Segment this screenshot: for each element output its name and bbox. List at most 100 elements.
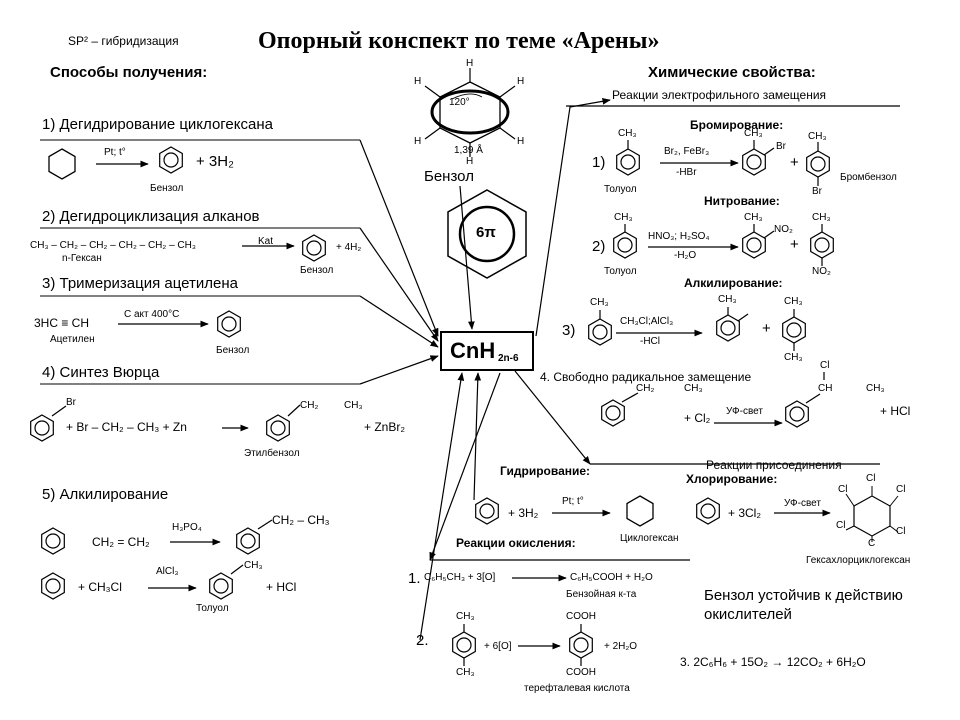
oxidation-drawing: [452, 574, 593, 666]
radical-ch2: CH₂: [636, 383, 655, 394]
method2-title: 2) Дегидроциклизация алканов: [42, 208, 260, 225]
method4-middle: + Br – CH₂ – CH₃ + Zn: [66, 420, 187, 434]
method2-name: n-Гексан: [62, 253, 102, 264]
h-top: H: [466, 58, 474, 69]
oxidation-r2-ch3b: CH₃: [456, 667, 475, 678]
radical-drawing: [601, 372, 825, 428]
bromobenzene-label: Бромбензол: [840, 172, 897, 183]
method3-name: Ацетилен: [50, 334, 95, 345]
chlorination-reagent: + 3Cl₂: [728, 506, 762, 520]
method2-chain: CH₃ – CH₂ – CH₂ – CH₂ – CH₂ – CH₃: [30, 240, 196, 251]
nitration-plus: +: [790, 236, 799, 253]
sp2-label: SP² – гибридизация: [68, 34, 179, 48]
cyclohexane-label: Циклогексан: [620, 533, 679, 544]
general-formula-box: CnH 2n-6: [440, 331, 534, 371]
pi-label: 6π: [476, 224, 496, 241]
method4-ch3: CH₃: [344, 400, 363, 411]
alkylation-product-ch3: CH₃: [718, 294, 737, 305]
method3-condition: C акт 400°C: [124, 309, 180, 320]
oxidation-r2-ch3a: CH₃: [456, 611, 475, 622]
method4-name: Этилбензол: [244, 448, 300, 459]
oxidation-r2-number: 2.: [416, 632, 429, 649]
oxidation-r2-cooh-bottom: COOH: [566, 667, 596, 678]
method4-title: 4) Синтез Вюрца: [42, 364, 160, 381]
oxidation-r3: 3. 2C₆H₆ + 15O₂ → 12CO₂ + 6H₂O: [680, 655, 866, 669]
nitration-product-ch3: CH₃: [744, 212, 763, 223]
nitration-reagent: HNO₃; H₂SO₄: [648, 231, 710, 242]
benzoic-acid-label: Бензойная к-та: [566, 589, 637, 600]
m3-drawing: [118, 310, 241, 338]
oxidation-r1-reactants: C₆H₅CH₃ + 3[O]: [424, 572, 496, 583]
alkylation-drawing: [588, 307, 806, 351]
hch-cl-lower-left: Cl: [836, 520, 846, 531]
method4-product: + ZnBr₂: [364, 420, 406, 434]
benzene-label: Бензол: [424, 168, 474, 185]
hydrogenation-reagent: + 3H₂: [508, 506, 539, 520]
radical-ch: CH: [818, 383, 833, 394]
nitration-product2-no2: NO₂: [812, 266, 831, 277]
method5-name2: Толуол: [196, 603, 229, 614]
radical-ch3: CH₃: [684, 383, 703, 394]
nitration-number: 2): [592, 238, 606, 255]
nitration-ch3: CH₃: [614, 212, 633, 223]
left-separators: [40, 139, 360, 385]
toluene-label-2: Толуол: [604, 266, 637, 277]
chlorination-title: Хлорирование:: [686, 472, 778, 486]
bromination-product-ch3: CH₃: [744, 128, 763, 139]
alkylation-ch3: CH₃: [590, 297, 609, 308]
method2-product-name: Бензол: [300, 265, 334, 276]
method3-product-name: Бензол: [216, 345, 250, 356]
bromination-product-br: Br: [776, 141, 786, 152]
alkylation-reagent: CH₃Cl;AlCl₃: [620, 316, 674, 327]
alkylation-number: 3): [562, 322, 576, 339]
bromination-plus: +: [790, 154, 799, 171]
properties-heading: Химические свойства:: [648, 64, 816, 81]
oxidation-r2-reagent: + 6[O]: [484, 641, 512, 652]
alkylation-plus: +: [762, 320, 771, 337]
method2-product: + 4H₂: [336, 242, 362, 253]
addition-heading: Реакции присоединения: [706, 458, 842, 472]
benzene-stability-note: Бензол устойчив к действию окислителей: [704, 587, 903, 623]
m5-drawing: [41, 519, 273, 600]
nitration-byproduct: -H₂O: [674, 250, 697, 261]
alkylation-product2-ch3a: CH₃: [784, 296, 803, 307]
page-title: Опорный конспект по теме «Арены»: [258, 28, 660, 54]
radical-cl: Cl: [820, 360, 830, 371]
oxidation-r2-products: + 2H₂O: [604, 641, 638, 652]
bond-length-label: 1,39 Å: [454, 145, 483, 156]
converging-arrows: [359, 139, 482, 641]
method3-title: 3) Тримеризация ацетилена: [42, 275, 238, 292]
angle-label: 120°: [449, 97, 470, 108]
h-bottom-right: H: [517, 136, 525, 147]
oxidation-r1-number: 1.: [408, 570, 421, 587]
general-formula-subscript: 2n-6: [498, 353, 519, 364]
bromination-title: Бромирование:: [690, 118, 784, 132]
method5-product1: CH₂ – CH₃: [272, 513, 330, 527]
method1-product: + 3H₂: [196, 153, 234, 170]
nitration-drawing: [613, 224, 834, 266]
hydrogenation-title: Гидрирование:: [500, 464, 591, 478]
aromatic-hexagon: [447, 189, 527, 279]
methods-heading: Способы получения:: [50, 64, 208, 81]
h-top-left: H: [414, 76, 422, 87]
m4-drawing: [30, 404, 301, 442]
method5-reactant2: + CH₃Cl: [78, 580, 122, 594]
electrophilic-heading: Реакции электрофильного замещения: [612, 88, 827, 102]
m1-drawing: [48, 146, 183, 180]
hexachlorocyclohexane-label: Гексахлорциклогексан: [806, 555, 911, 566]
h-bottom-left: H: [414, 136, 422, 147]
oxidation-r2-cooh-top: COOH: [566, 611, 596, 622]
bromination-byproduct: -HBr: [676, 167, 697, 178]
h-bottom: H: [466, 156, 474, 167]
method3-reactant: 3HC ≡ CH: [34, 316, 90, 330]
method5-product2-ch3: CH₃: [244, 560, 263, 571]
bromination-ch3: CH₃: [618, 128, 637, 139]
nitration-title: Нитрование:: [704, 194, 780, 208]
method1-name: Бензол: [150, 183, 184, 194]
bromination-number: 1): [592, 154, 606, 171]
radical-plus-cl2: + Cl₂: [684, 411, 711, 425]
radical-light: УФ-свет: [726, 406, 763, 417]
bromination-product2-ch3: CH₃: [808, 131, 827, 142]
general-formula: CnH: [450, 338, 496, 363]
